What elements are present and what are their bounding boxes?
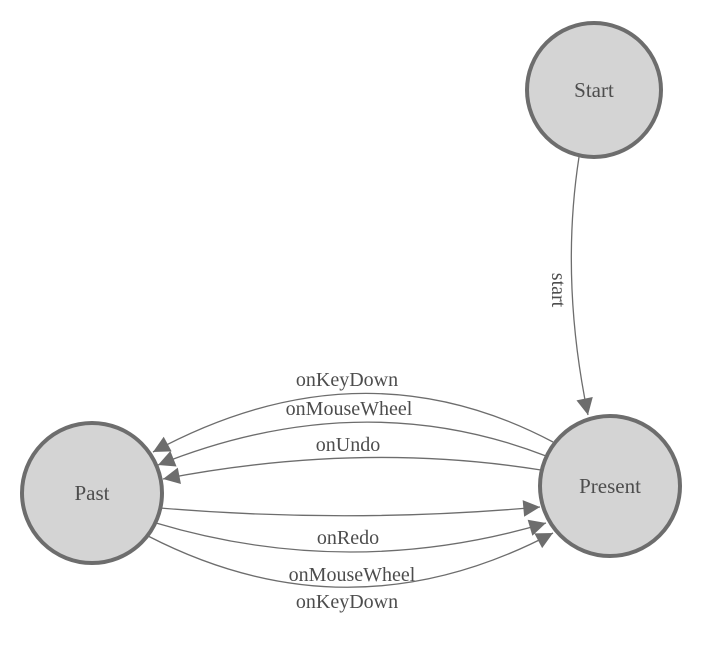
edge-present-to-past-onmousewheel <box>157 421 547 467</box>
state-node-circle-present[interactable] <box>538 414 682 558</box>
state-node-label-past: Past <box>74 481 109 505</box>
edge-label-present-to-past-onkeydown: onKeyDown <box>296 369 398 391</box>
edge-present-to-past-onkeydown <box>152 392 554 453</box>
edge-past-to-present-onredo <box>159 500 541 517</box>
state-node-start[interactable]: Start <box>525 21 663 159</box>
state-node-past[interactable]: Past <box>20 421 164 565</box>
edge-label-past-to-present-onkeydown: onKeyDown <box>296 591 398 613</box>
edge-past-to-present-onkeydown <box>147 532 554 588</box>
edge-label-present-to-past-onmousewheel: onMouseWheel <box>286 398 413 420</box>
edge-label-past-to-present-onmousewheel: onMouseWheel <box>289 564 416 586</box>
state-node-circle-past[interactable] <box>20 421 164 565</box>
edge-label-present-to-past-onundo: onUndo <box>316 434 380 456</box>
edge-start-to-present <box>570 156 593 416</box>
edge-present-to-past-onundo <box>162 456 542 485</box>
state-node-circle-start[interactable] <box>525 21 663 159</box>
edge-past-to-present-onmousewheel <box>155 519 547 553</box>
state-node-label-start: Start <box>574 78 614 102</box>
edge-label-start-to-present: start <box>547 273 569 308</box>
state-node-present[interactable]: Present <box>538 414 682 558</box>
edges-layer: start onKeyDown onMouseWheel onUndo onRedo on… <box>147 156 593 613</box>
edge-label-past-to-present-onredo: onRedo <box>317 527 379 549</box>
state-node-label-present: Present <box>579 474 641 498</box>
